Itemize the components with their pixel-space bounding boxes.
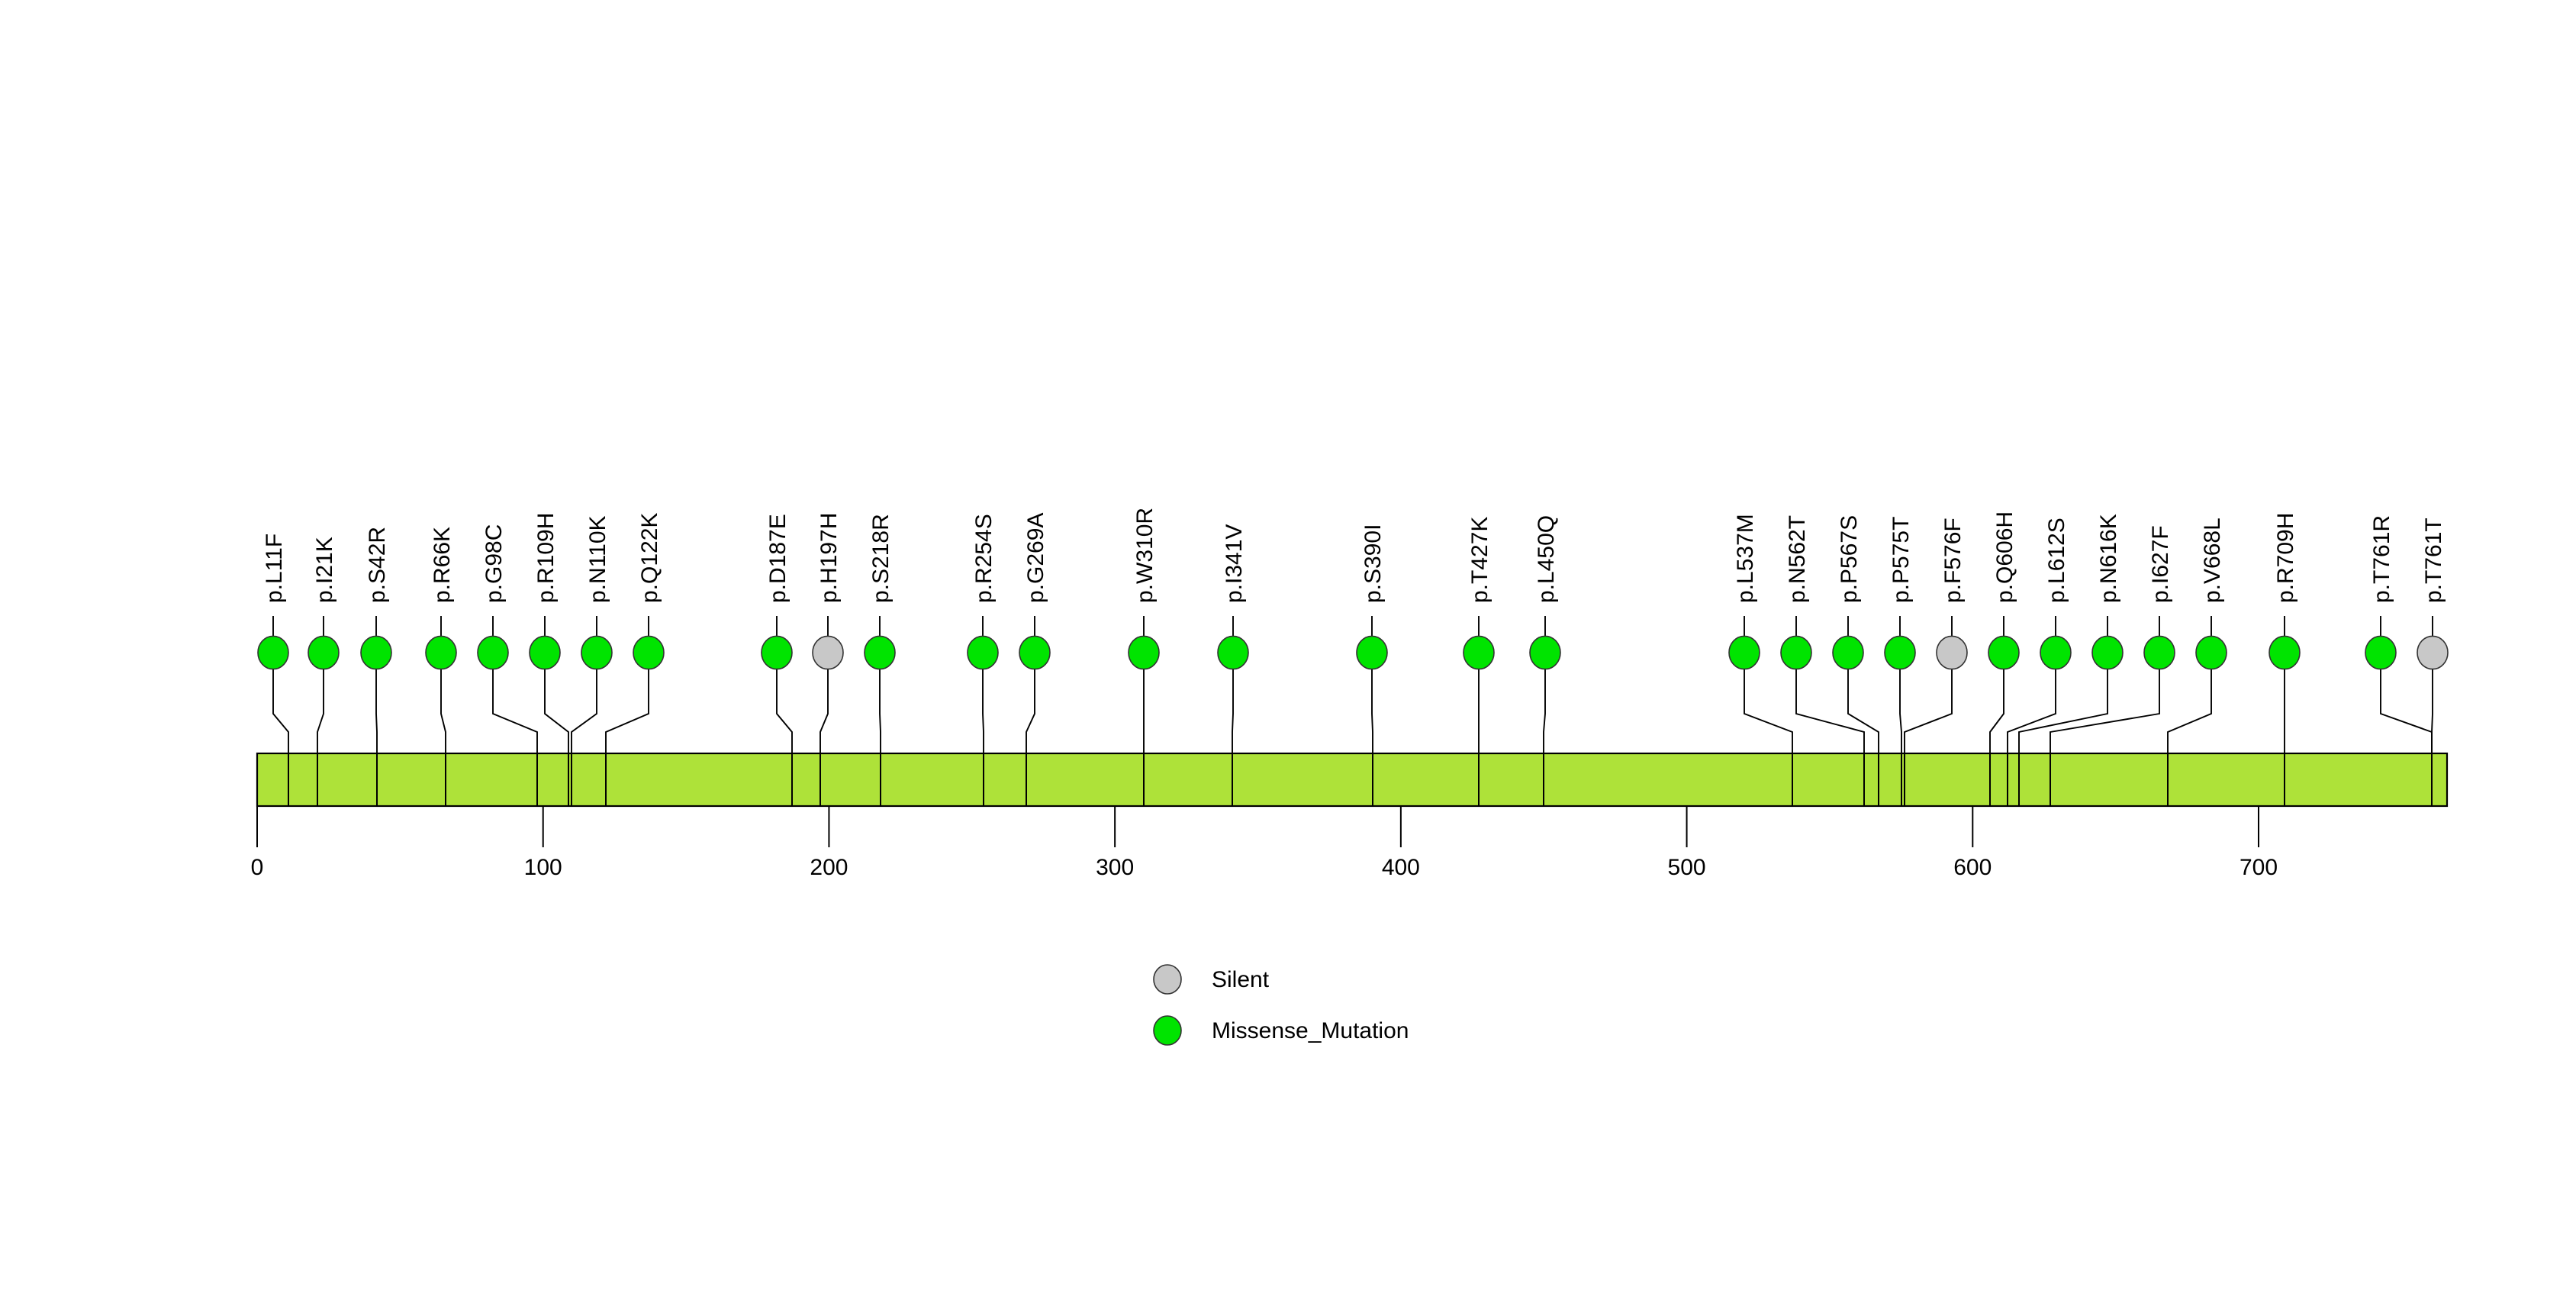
lollipop-head-p567s[interactable] (1832, 635, 1864, 670)
lollipop-head-n616k[interactable] (2091, 635, 2124, 670)
lollipop-head-l450q[interactable] (1529, 635, 1561, 670)
mutation-label: p.W310R (1132, 508, 1158, 603)
lollipop-head-w310r[interactable] (1128, 635, 1160, 670)
mutation-label: p.G98C (481, 524, 507, 603)
mutation-label: p.H197H (816, 513, 842, 603)
mutation-label: p.T761R (2369, 515, 2394, 603)
lollipop-head-v668l[interactable] (2195, 635, 2227, 670)
lollipop-head-g98c[interactable] (477, 635, 509, 670)
axis-tick-label: 200 (810, 855, 848, 880)
lollipop-head-l612s[interactable] (2040, 635, 2072, 670)
axis-tick-label: 100 (524, 855, 562, 880)
axis-tick-label: 700 (2240, 855, 2278, 880)
lollipop-head-i341v[interactable] (1217, 635, 1249, 670)
mutation-label: p.Q606H (1992, 511, 2017, 603)
mutation-label: p.R66K (430, 527, 455, 603)
legend-label-missense_mutation: Missense_Mutation (1212, 1018, 1409, 1043)
x-axis-group: 0 100 200 300 400 500 600 700 (251, 806, 2278, 880)
lollipop-head-l537m[interactable] (1728, 635, 1760, 670)
mutation-label: p.R709H (2273, 513, 2298, 603)
mutation-label: p.T427K (1467, 517, 1492, 603)
lollipop-head-t427k[interactable] (1463, 635, 1495, 670)
mutation-label: p.L11F (262, 534, 287, 603)
mutation-label: p.S218R (868, 514, 894, 603)
axis-tick-label: 0 (251, 855, 264, 880)
lollipop-head-p575t[interactable] (1884, 635, 1916, 670)
mutation-label: p.P575T (1889, 517, 1914, 603)
protein-bar-group (256, 752, 2449, 808)
mutation-label: p.N616K (2096, 514, 2121, 603)
mutation-label: p.S42R (365, 527, 390, 603)
legend-swatch-silent[interactable] (1153, 964, 1182, 995)
mutation-label: p.L612S (2044, 518, 2069, 603)
mutation-label: p.P567S (1837, 515, 1862, 603)
mutation-label: p.D187E (765, 514, 791, 603)
mutation-label: p.I21K (312, 537, 337, 603)
protein-backbone-bar (256, 752, 2449, 808)
lollipop-head-i21k[interactable] (308, 635, 340, 670)
mutation-label: p.N110K (585, 515, 610, 603)
mutation-label: p.V668L (2200, 518, 2225, 603)
mutation-label: p.I627F (2148, 525, 2173, 603)
lollipop-head-l11f[interactable] (257, 635, 289, 670)
lollipop-head-n110k[interactable] (581, 635, 613, 670)
lollipop-head-n562t[interactable] (1780, 635, 1812, 670)
lollipop-head-r66k[interactable] (425, 635, 457, 670)
mutation-label: p.F576F (1940, 518, 1966, 603)
lollipop-head-t761r[interactable] (2365, 635, 2397, 670)
lollipop-head-i627f[interactable] (2143, 635, 2175, 670)
lollipop-head-s218r[interactable] (864, 635, 896, 670)
mutation-label: p.R254S (971, 514, 997, 603)
lollipop-head-r709h[interactable] (2268, 635, 2301, 670)
lollipop-head-t761t[interactable] (2417, 635, 2449, 670)
axis-tick-label: 400 (1382, 855, 1420, 880)
axis-tick-label: 600 (1953, 855, 1992, 880)
lollipop-head-f576f[interactable] (1936, 635, 1968, 670)
mutation-label: p.L450Q (1534, 515, 1559, 603)
mutation-label: p.I341V (1222, 524, 1247, 603)
lollipop-head-r254s[interactable] (967, 635, 999, 670)
axis-tick-label: 500 (1668, 855, 1706, 880)
mutation-label: p.R109H (533, 513, 559, 603)
lollipop-head-d187e[interactable] (761, 635, 793, 670)
lollipop-head-q122k[interactable] (633, 635, 665, 670)
mutation-label: p.N562T (1785, 515, 1810, 603)
lollipop-heads-group (257, 635, 2449, 670)
mutation-label: p.T761T (2421, 518, 2446, 603)
legend-label-silent: Silent (1212, 967, 1270, 992)
mutation-label: p.S390I (1360, 524, 1386, 603)
lollipop-head-h197h[interactable] (812, 635, 844, 670)
lollipop-head-s390i[interactable] (1356, 635, 1388, 670)
lollipop-head-r109h[interactable] (529, 635, 561, 670)
axis-tick-label: 300 (1096, 855, 1134, 880)
lollipop-head-q606h[interactable] (1988, 635, 2020, 670)
mutation-label: p.L537M (1733, 514, 1758, 603)
lollipop-head-s42r[interactable] (360, 635, 392, 670)
legend-swatch-missense_mutation[interactable] (1153, 1015, 1182, 1046)
mutation-label: p.Q122K (637, 513, 662, 603)
mutation-labels-group: p.L11F p.I21K p.S42R p.R66K p.G98C p.R109H p.N… (262, 508, 2446, 603)
lollipop-head-g269a[interactable] (1019, 635, 1051, 670)
mutation-label: p.G269A (1023, 513, 1048, 603)
